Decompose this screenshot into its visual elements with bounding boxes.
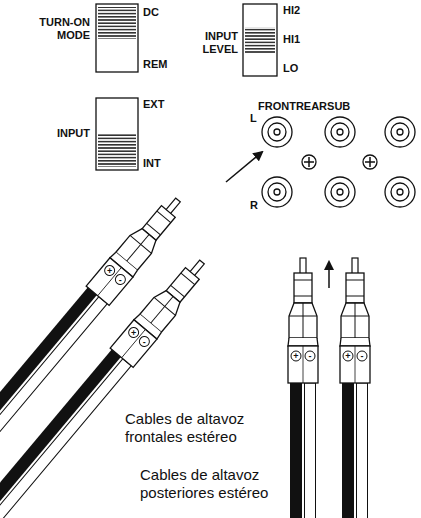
cable-caption: Cables de altavoz frontales estéreo bbox=[125, 410, 295, 446]
jack-label: FRONTREARSUB bbox=[258, 100, 350, 113]
cable-caption: Cables de altavoz posteriores estéreo bbox=[140, 466, 285, 502]
polarity-mark: + bbox=[131, 328, 136, 337]
polarity-mark: - bbox=[361, 352, 364, 361]
switch-position: INT bbox=[143, 157, 161, 170]
polarity-mark: - bbox=[143, 337, 146, 346]
switch-position: HI2 bbox=[283, 4, 300, 17]
polarity-mark: + bbox=[345, 352, 350, 361]
switch-position: LO bbox=[283, 62, 298, 75]
switch-position: EXT bbox=[143, 98, 164, 111]
switch-position: DC bbox=[143, 6, 159, 19]
channel-label: L bbox=[250, 112, 257, 125]
channel-label: R bbox=[250, 199, 258, 212]
polarity-mark: + bbox=[107, 266, 112, 275]
switch-position: HI1 bbox=[283, 33, 300, 46]
polarity-mark: - bbox=[309, 352, 312, 361]
switch-label: INPUT LEVEL bbox=[186, 30, 238, 55]
switch-label: TURN-ON MODE bbox=[26, 16, 90, 41]
switch-label: INPUT bbox=[26, 127, 90, 140]
switch-position: REM bbox=[143, 58, 167, 71]
polarity-mark: - bbox=[119, 275, 122, 284]
polarity-mark: + bbox=[293, 352, 298, 361]
